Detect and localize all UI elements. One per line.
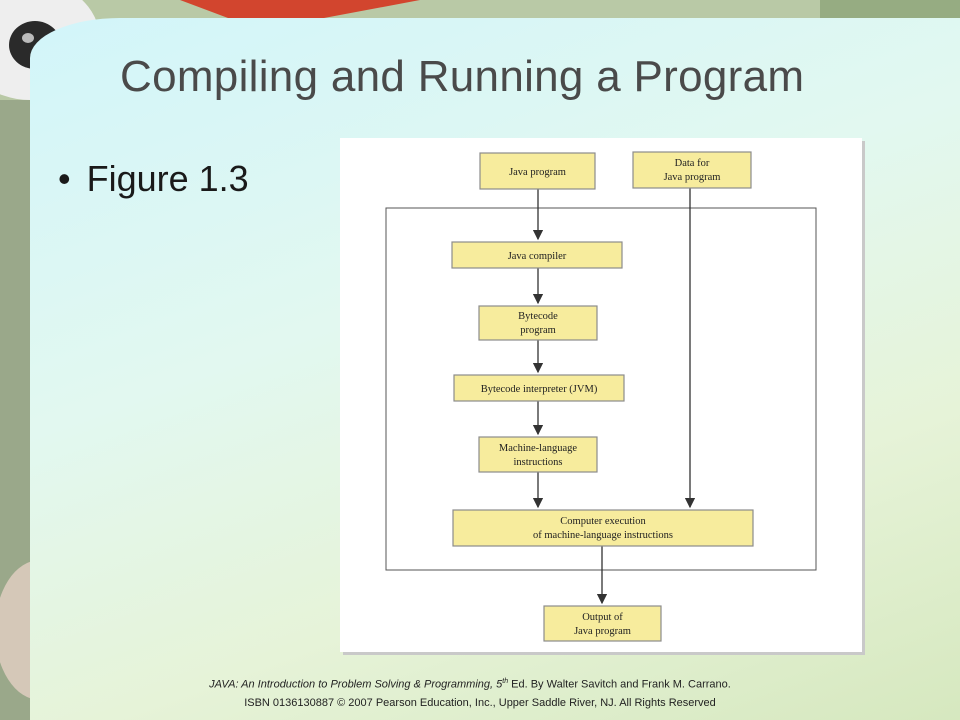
data-box: Data for Java program (632, 151, 752, 189)
footer-citation: JAVA: An Introduction to Problem Solving… (0, 678, 950, 691)
machine-label-line2: instructions (514, 457, 563, 468)
footer-book-title: JAVA: An Introduction to Problem Solving… (209, 678, 503, 691)
execution-box: Computer execution of machine-language i… (452, 509, 754, 547)
footer-authors: Ed. By Walter Savitch and Frank M. Carra… (508, 678, 731, 691)
interpreter-label: Bytecode interpreter (JVM) (481, 384, 598, 395)
figure-1-3: Java program Data for Java program Java … (340, 138, 862, 652)
output-label-line1: Output of (582, 612, 623, 623)
java-program-box: Java program (479, 152, 596, 190)
execution-label-line1: Computer execution (560, 516, 646, 527)
java-program-label: Java program (509, 167, 566, 178)
bullet-item: • Figure 1.3 (58, 158, 249, 200)
bytecode-label-line1: Bytecode (518, 311, 558, 322)
footer-edition-sup: th (502, 678, 509, 685)
interpreter-box: Bytecode interpreter (JVM) (453, 374, 625, 402)
bytecode-label-line2: program (520, 325, 556, 336)
machine-language-box: Machine-language instructions (478, 436, 598, 473)
machine-label-line1: Machine-language (499, 443, 577, 454)
output-box: Output of Java program (543, 605, 662, 642)
output-label-line2: Java program (574, 626, 631, 637)
java-compiler-box: Java compiler (451, 241, 623, 269)
slide-title: Compiling and Running a Program (120, 52, 805, 101)
flow-diagram: Java program Data for Java program Java … (385, 151, 817, 642)
execution-label-line2: of machine-language instructions (533, 530, 673, 541)
java-compiler-label: Java compiler (508, 251, 567, 262)
bullet-text: Figure 1.3 (86, 158, 249, 199)
computer-frame (385, 207, 817, 571)
footer-copyright: ISBN 0136130887 © 2007 Pearson Education… (244, 697, 716, 709)
data-label-line2: Java program (664, 172, 721, 183)
bytecode-box: Bytecode program (478, 305, 598, 341)
data-label-line1: Data for (675, 158, 710, 169)
bullet-icon: • (58, 158, 71, 199)
